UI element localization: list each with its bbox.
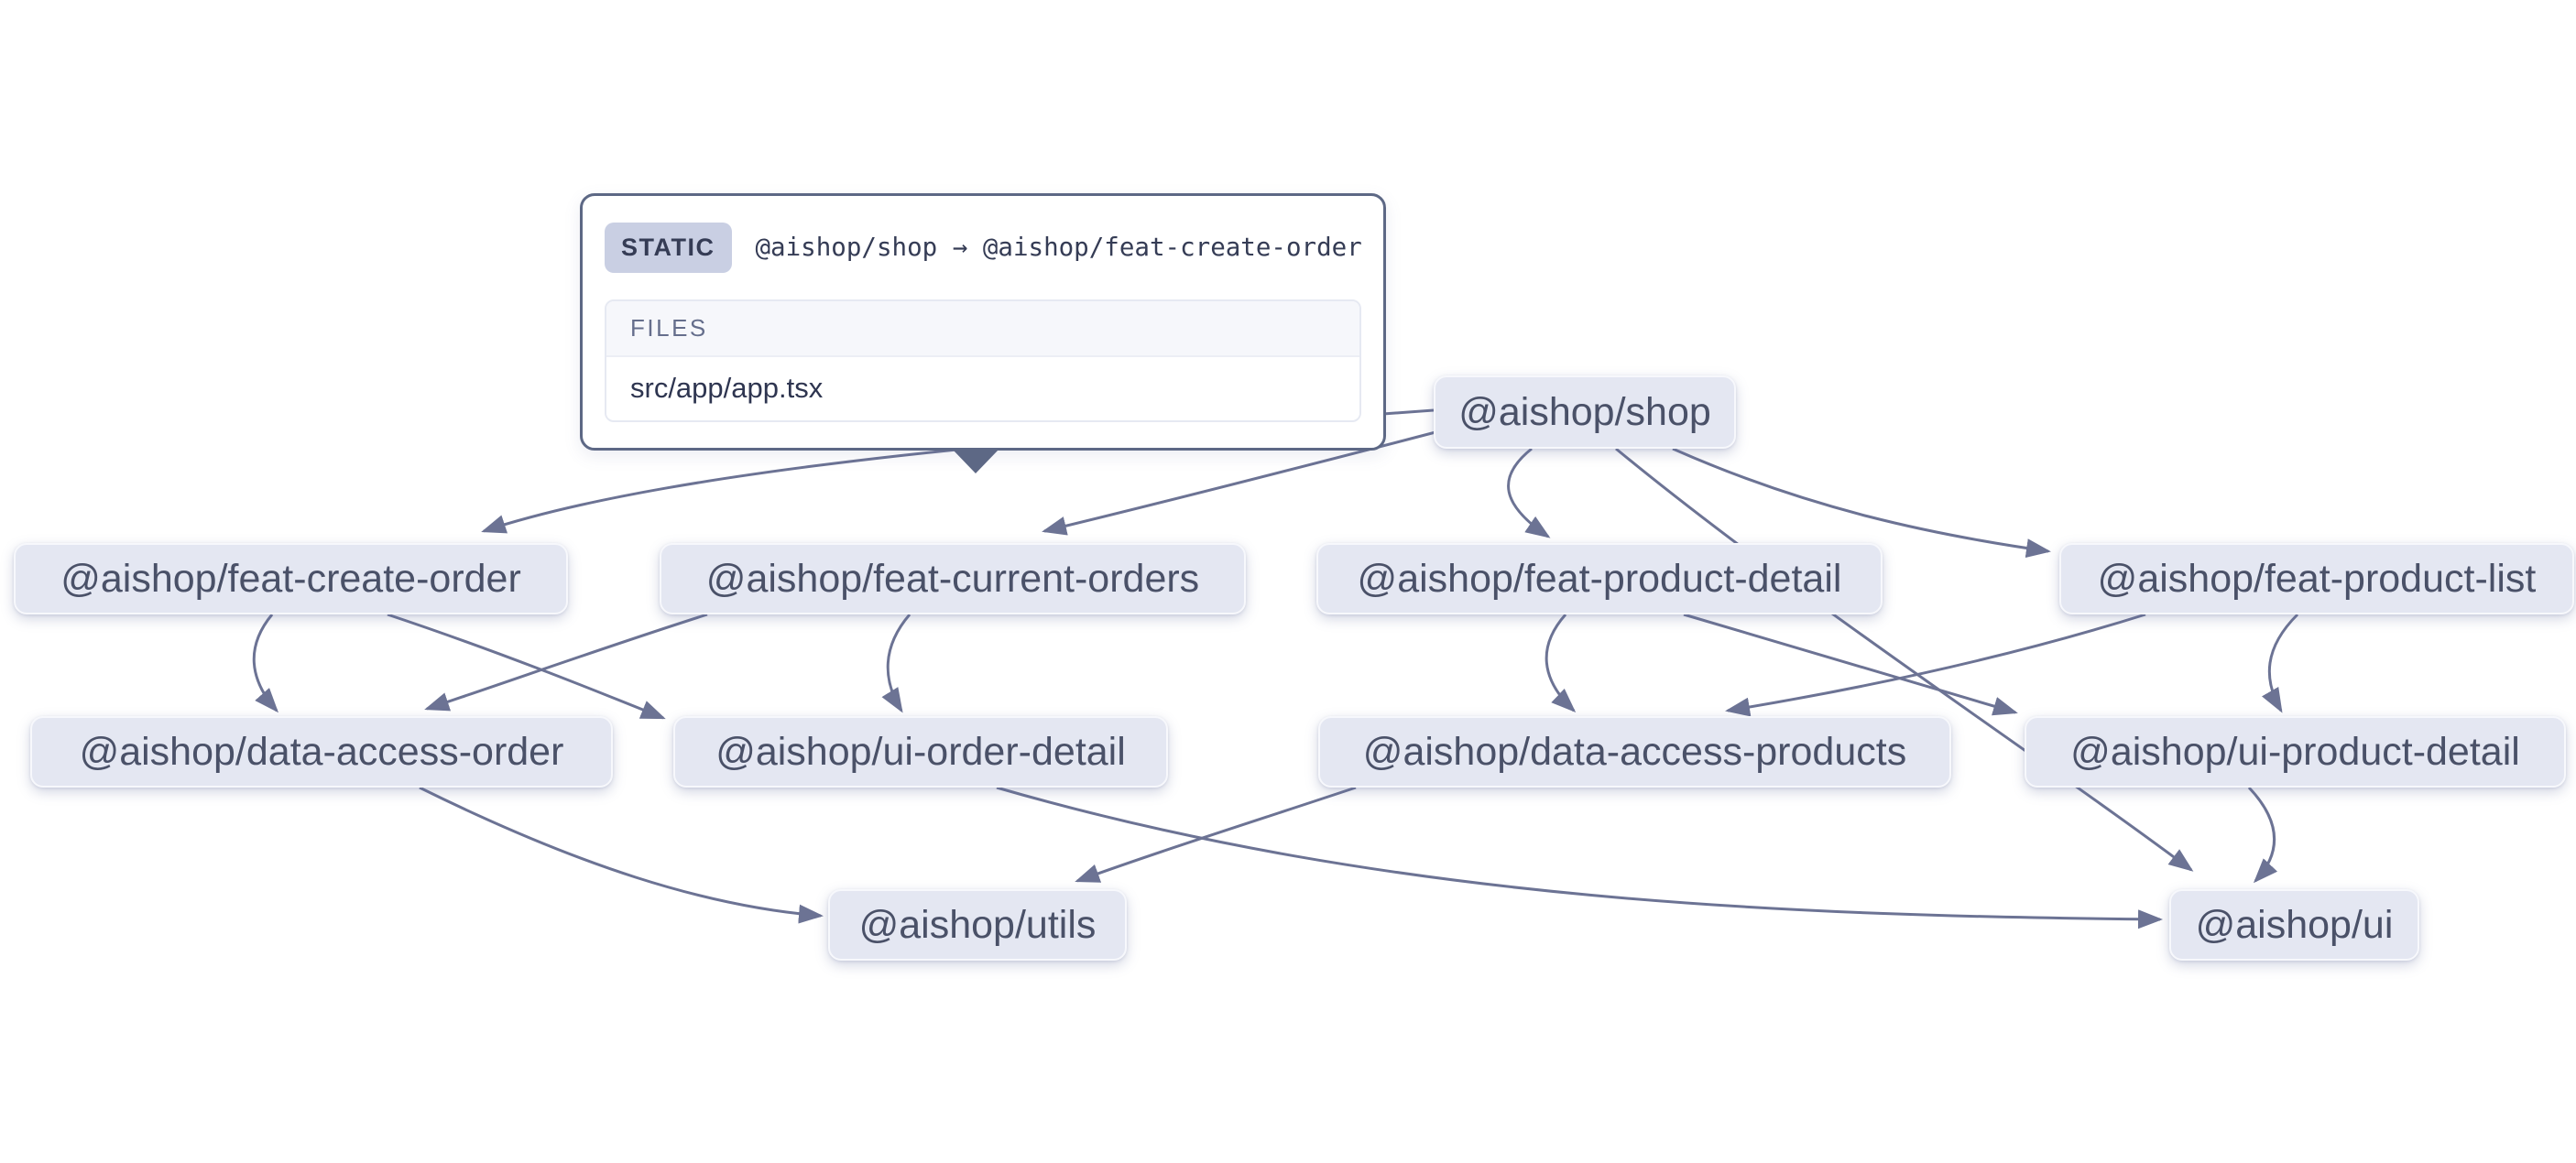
node-data-access-order[interactable]: @aishop/data-access-order [30,716,613,788]
edge-data-access-order--utils[interactable] [419,786,824,924]
node-feat-current-orders[interactable]: @aishop/feat-current-orders [660,543,1246,614]
files-section: FILES src/app/app.tsx [605,299,1361,422]
node-ui-product-detail[interactable]: @aishop/ui-product-detail [2025,716,2566,788]
edge-feat-current-orders--data-access-order[interactable] [424,613,708,712]
edge-ui-product-detail--ui[interactable] [2247,786,2278,884]
edge-feat-current-orders--ui-order-detail[interactable] [881,614,911,713]
edge-shop--feat-current-orders[interactable] [1042,430,1436,536]
node-shop[interactable]: @aishop/shop [1434,375,1736,449]
node-ui[interactable]: @aishop/ui [2169,889,2419,961]
node-feat-product-list[interactable]: @aishop/feat-product-list [2059,543,2574,614]
graph-edges [252,408,2299,929]
edge-shop--feat-product-detail[interactable] [1507,447,1551,538]
edge-feat-create-order--data-access-order[interactable] [252,614,278,713]
edge-feat-product-detail--data-access-products[interactable] [1545,614,1577,713]
node-ui-order-detail[interactable]: @aishop/ui-order-detail [673,716,1168,788]
node-feat-create-order[interactable]: @aishop/feat-create-order [14,543,568,614]
tooltip-header: STATIC @aishop/shop → @aishop/feat-creat… [605,220,1362,275]
dependency-type-badge: STATIC [605,222,732,273]
edge-data-access-products--utils[interactable] [1075,786,1357,883]
edge-feat-product-detail--ui-product-detail[interactable] [1683,613,2018,716]
edge-feat-create-order--ui-order-detail[interactable] [387,613,666,720]
tooltip-edge-label: @aishop/shop → @aishop/feat-create-order [755,233,1362,262]
files-section-label: FILES [606,301,1359,357]
node-feat-product-detail[interactable]: @aishop/feat-product-detail [1316,543,1883,614]
edge-ui-order-detail--ui[interactable] [996,786,2163,929]
file-path: src/app/app.tsx [606,357,1359,418]
edge-feat-product-list--data-access-products[interactable] [1725,613,2146,717]
edge-shop--feat-product-list[interactable] [1672,447,2051,558]
node-data-access-products[interactable]: @aishop/data-access-products [1318,716,1951,788]
edge-feat-product-list--ui-product-detail[interactable] [2261,613,2299,713]
dependency-tooltip: STATIC @aishop/shop → @aishop/feat-creat… [580,193,1386,451]
edge-shop--ui[interactable] [1615,447,2194,872]
node-utils[interactable]: @aishop/utils [828,889,1127,961]
tooltip-caret-icon [953,450,999,473]
